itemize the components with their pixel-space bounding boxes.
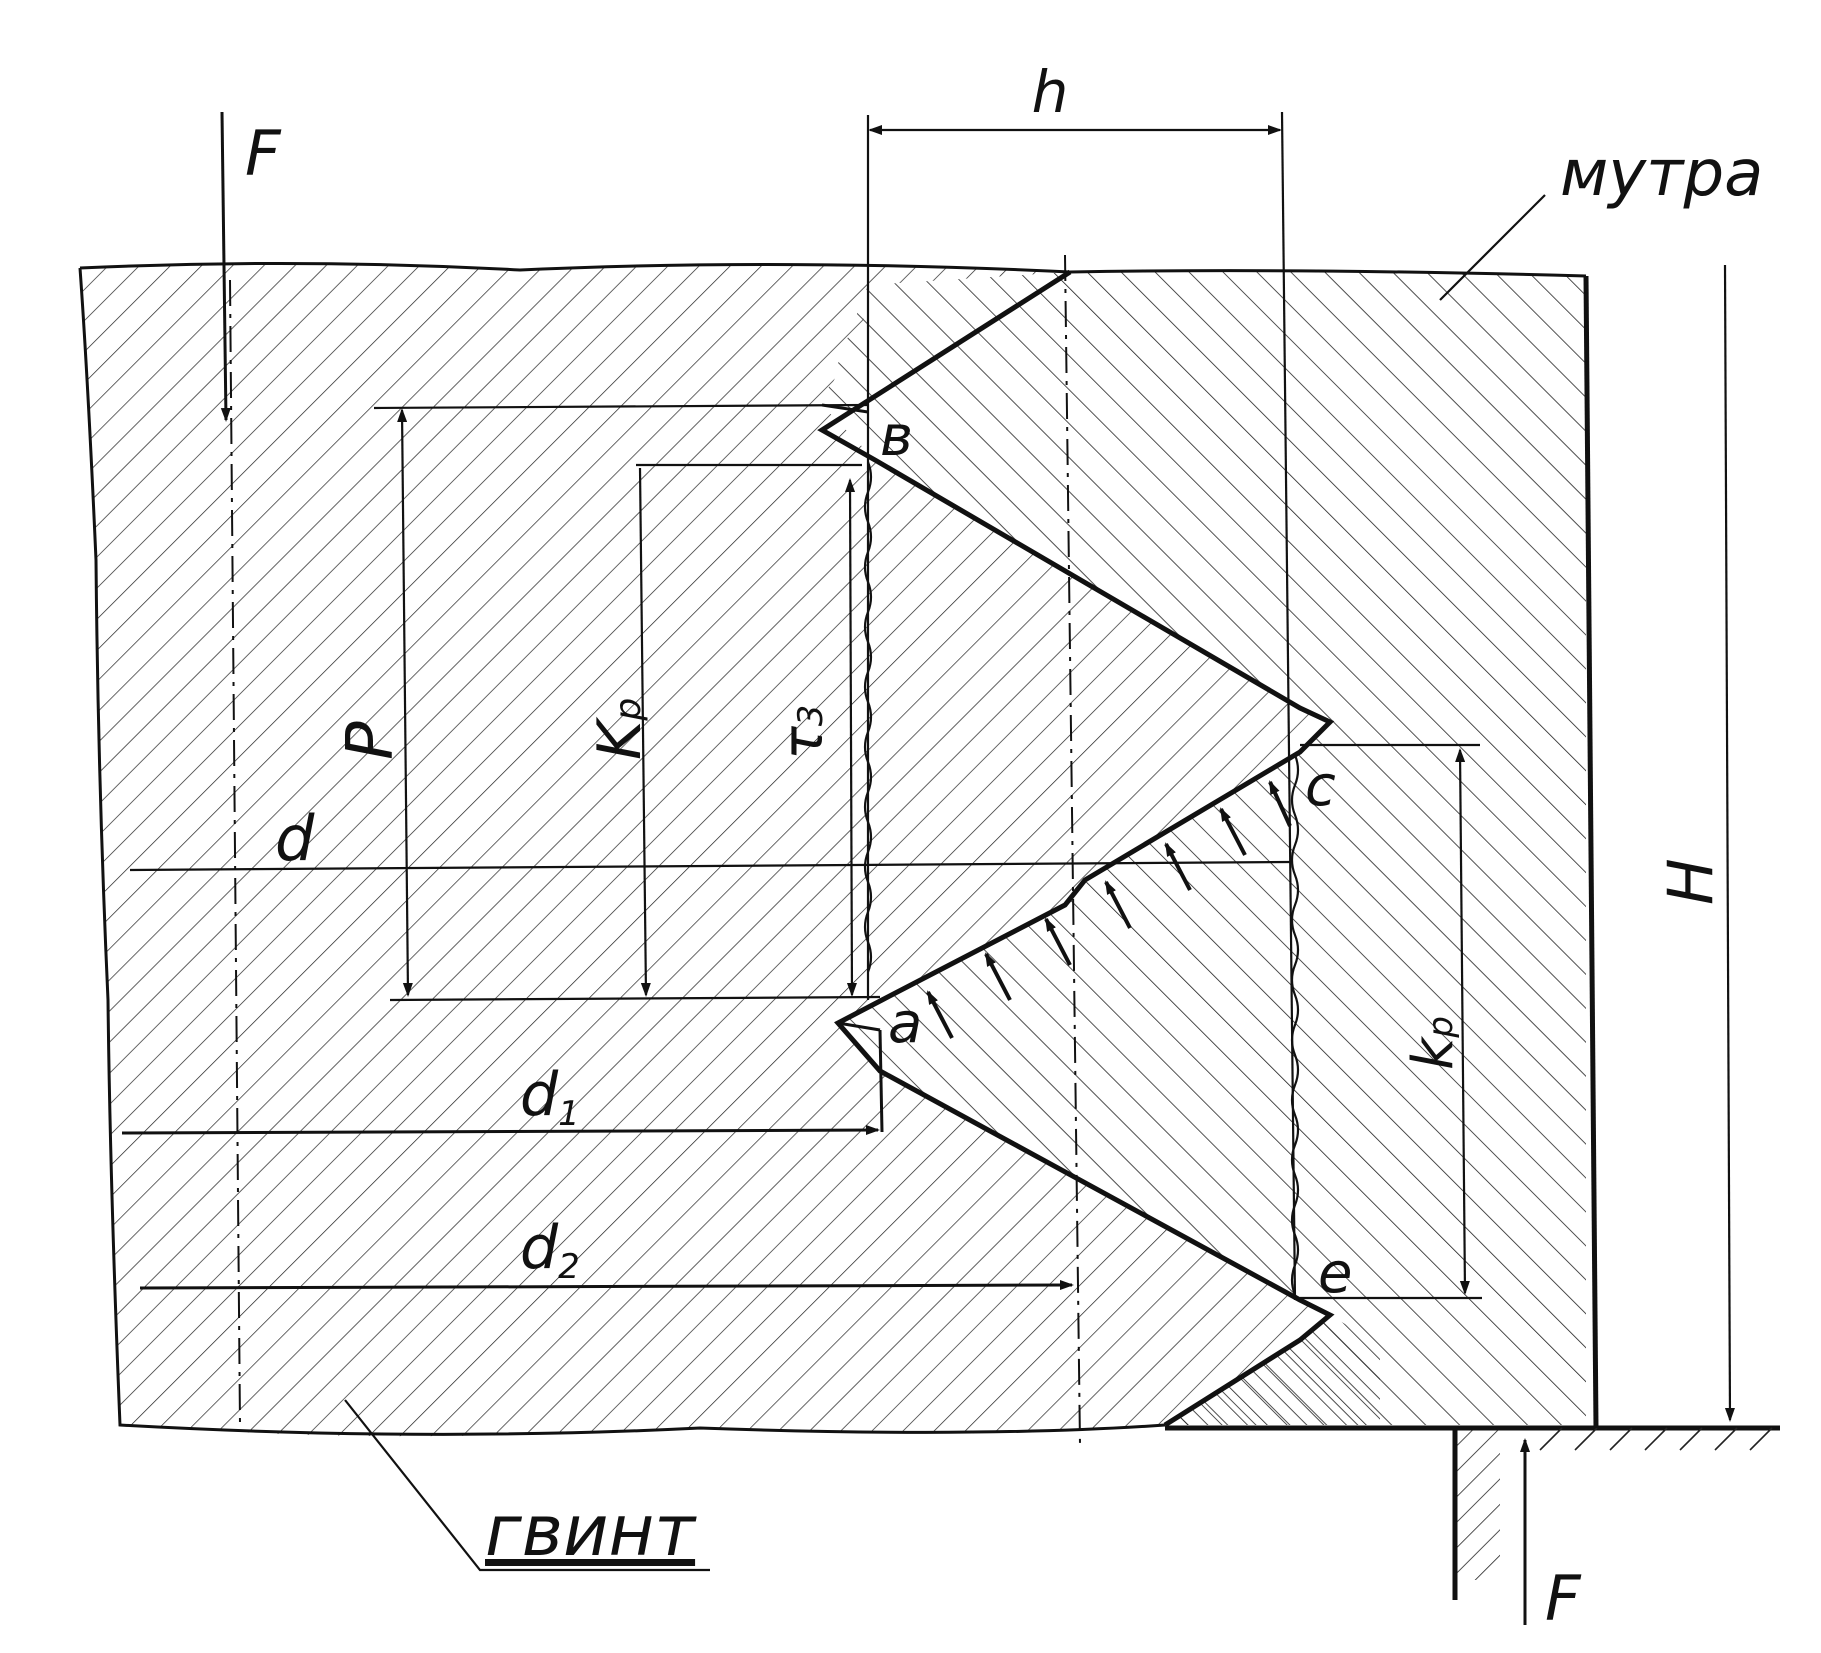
dim-d1-step — [878, 1029, 884, 1133]
dim-kp-right-line — [1455, 748, 1470, 1295]
label-point-c: c — [1305, 754, 1336, 819]
label-Kp-left: Kp — [585, 698, 655, 760]
label-point-b: в — [880, 404, 913, 469]
label-tau: τ3 — [771, 705, 836, 760]
centerline-thread — [1064, 254, 1081, 1446]
label-point-e: e — [1318, 1241, 1352, 1306]
support-section — [1455, 1428, 1500, 1580]
label-force-bottom: F — [1545, 1562, 1582, 1635]
label-nut: мутра — [1560, 137, 1763, 211]
nut-right-edge — [1583, 275, 1599, 1429]
label-h: h — [1032, 58, 1069, 126]
leader-screw — [344, 1399, 710, 1572]
leader-nut — [1439, 194, 1546, 301]
pressure-arrows — [926, 780, 1292, 1039]
label-d2: d2 — [520, 1213, 580, 1287]
label-H: H — [1654, 858, 1727, 905]
label-d1: d1 — [520, 1060, 580, 1134]
label-P: P — [334, 721, 408, 760]
dim-P-ext-top — [373, 403, 869, 410]
label-kp-right: kp — [1401, 1016, 1466, 1070]
dim-P-line — [397, 408, 413, 997]
dim-H-line — [1723, 264, 1735, 1422]
dim-P-ext-bottom — [389, 995, 881, 1002]
screw-section — [80, 263, 1330, 1437]
label-force-top: F — [245, 117, 282, 190]
dim-d1-line — [121, 1125, 880, 1136]
label-d: d — [275, 802, 315, 875]
dim-d2-line — [139, 1280, 1074, 1291]
centerline-screw — [229, 279, 241, 1426]
label-point-a: a — [888, 991, 922, 1056]
nut-dense-hatch — [1165, 1315, 1380, 1425]
dim-d-line — [129, 860, 1291, 872]
part-outline — [78, 261, 1587, 1436]
dim-tau-line — [845, 478, 857, 997]
dim-h-ext-right — [1280, 111, 1297, 1301]
dim-Kp-line — [638, 467, 651, 997]
screw-flank-a — [837, 1021, 881, 1032]
base-hatch — [1539, 1427, 1773, 1451]
nut-section — [822, 270, 1586, 1426]
force-top-arrow — [220, 111, 231, 422]
label-screw: гвинт — [485, 1490, 697, 1572]
thread-profile — [817, 269, 1335, 1428]
